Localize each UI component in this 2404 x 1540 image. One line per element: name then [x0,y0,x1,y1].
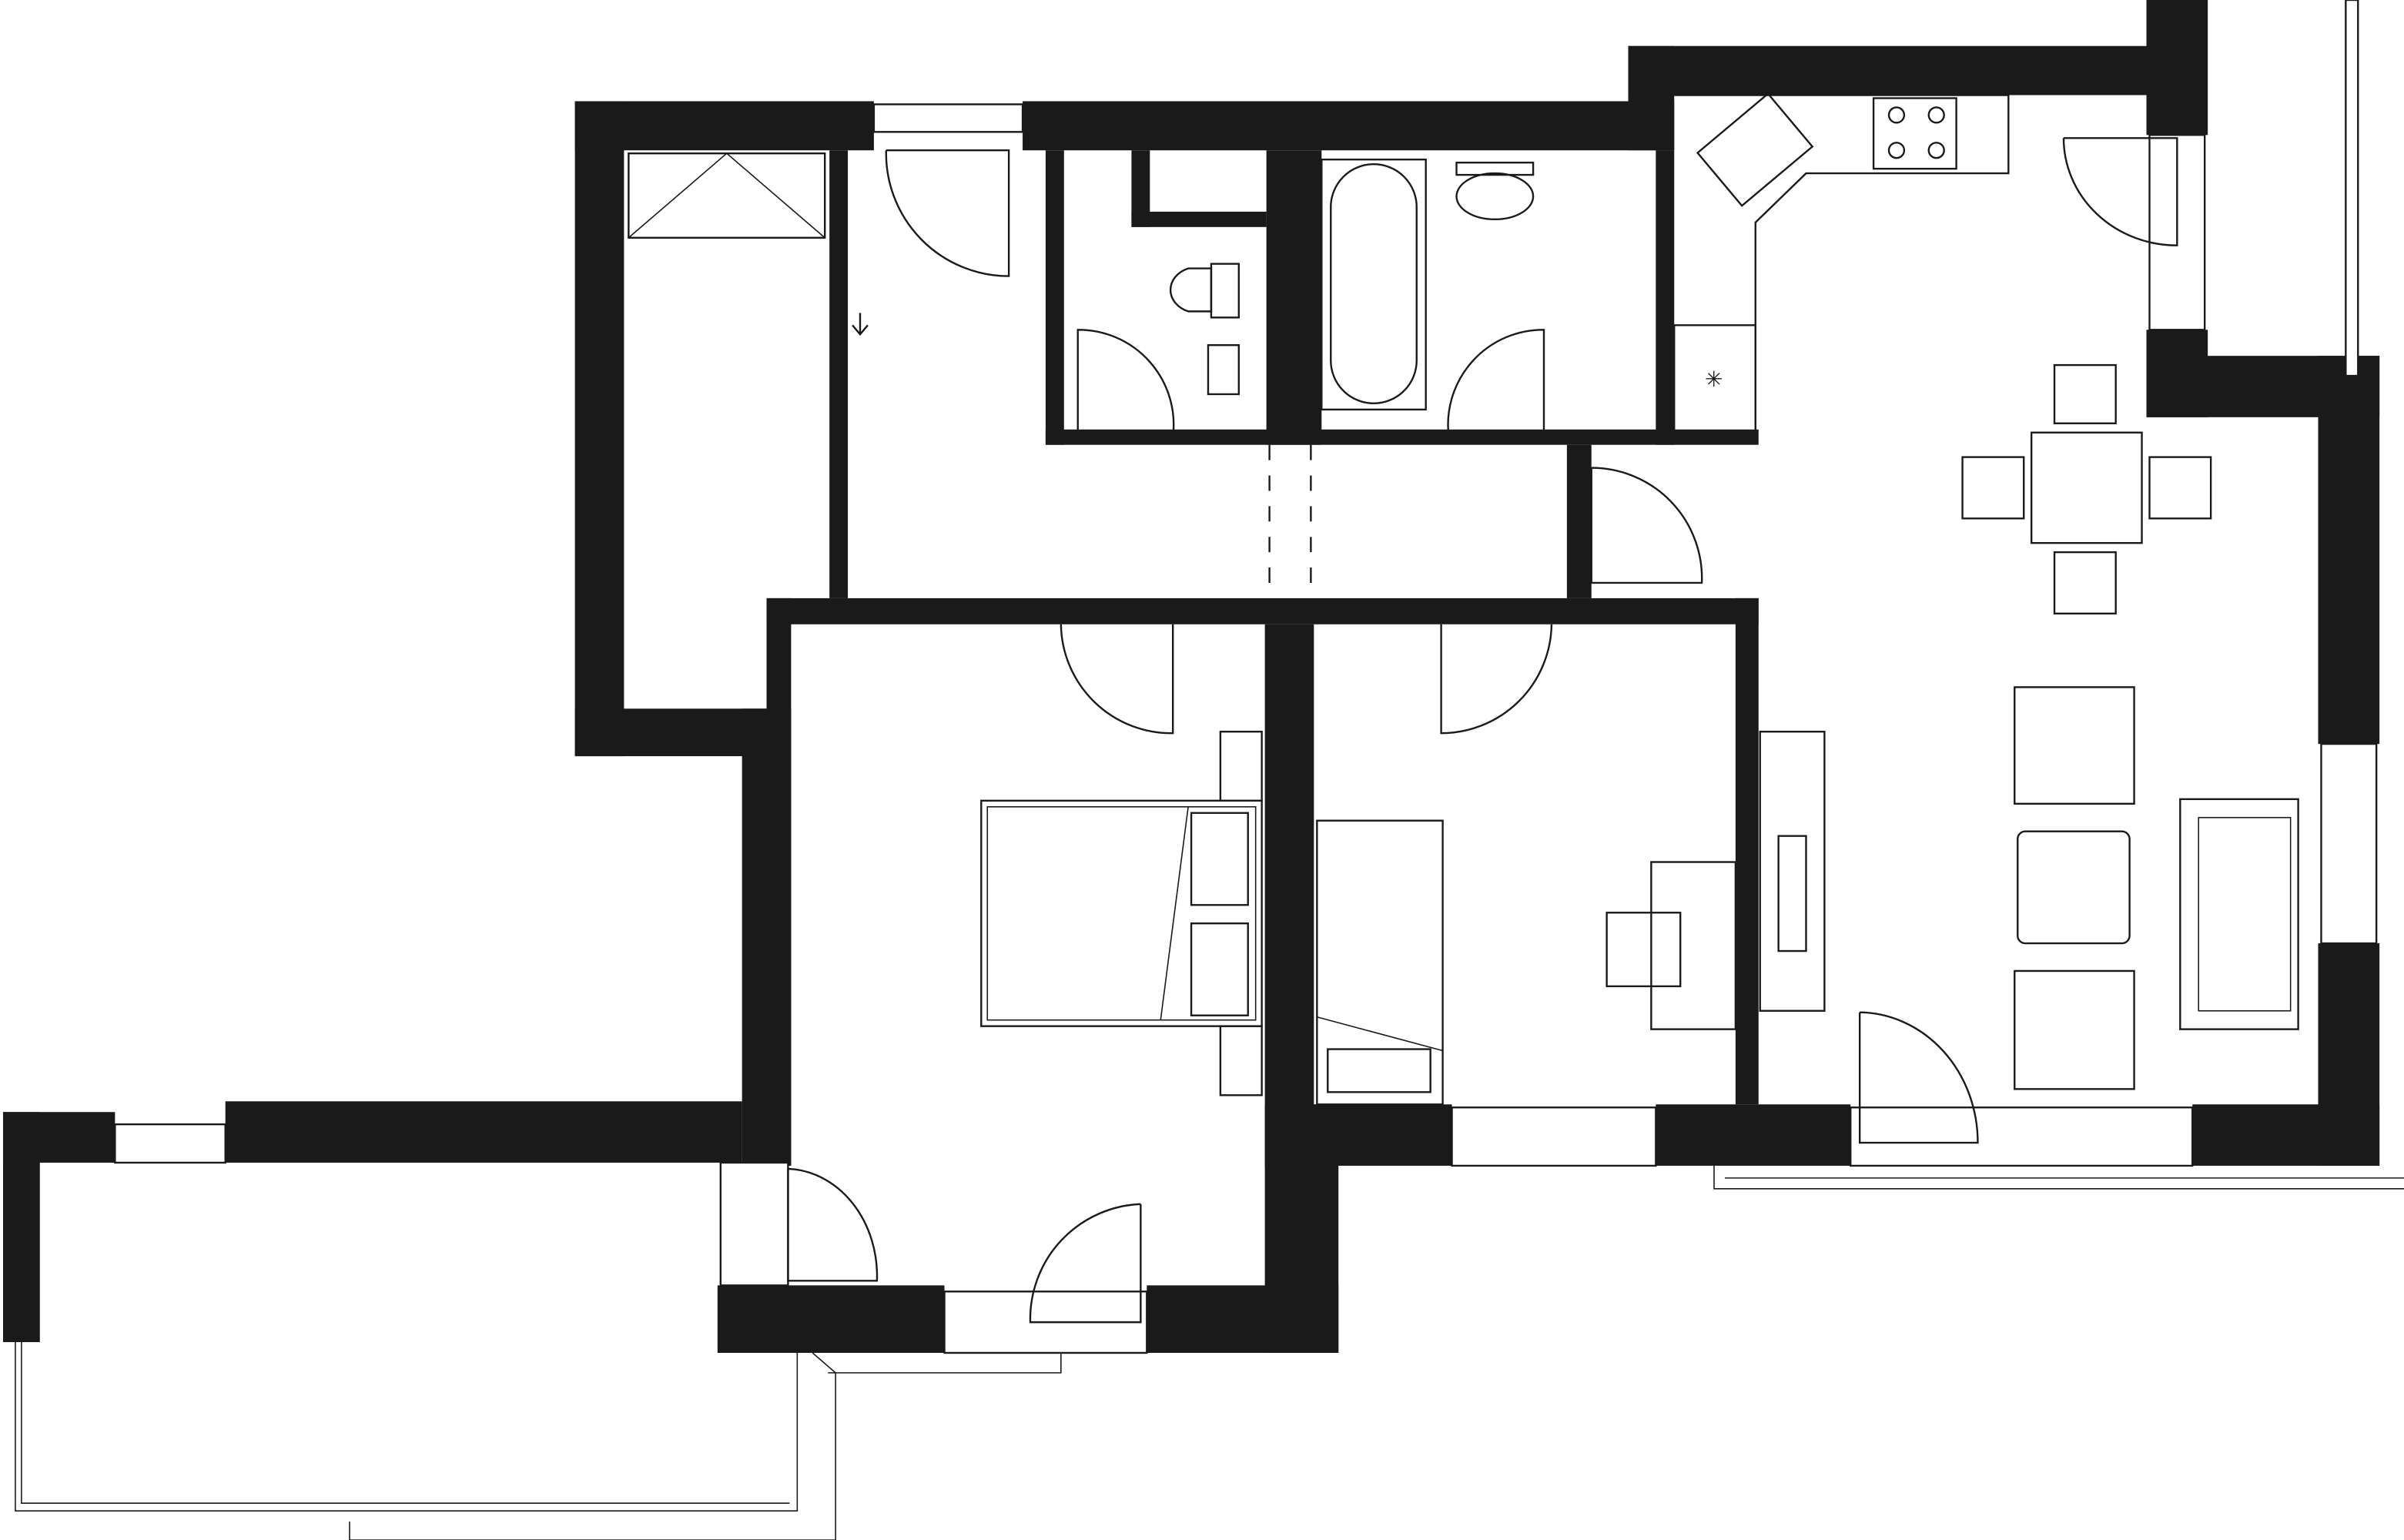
chair-icon [1961,456,2025,520]
svg-text:✳: ✳ [1705,367,1723,391]
door-swing-icon [885,149,1010,277]
sink-icon [1455,172,1535,221]
desk-icon [1650,861,1737,1030]
bathtub-icon [1330,163,1418,405]
door-swing-icon [1590,467,1703,584]
door-swing-icon [2062,137,2178,246]
door-swing-icon [1029,1203,1142,1324]
bed-icon [1316,819,1444,1106]
chair-icon [2053,363,2117,424]
sink-icon [1207,344,1240,396]
walls [2,0,2380,1353]
chair-icon [1605,912,1682,988]
window-icon [1451,1106,1657,1167]
table-icon [2017,830,2131,945]
furniture: ✳ [628,92,2299,1106]
window-icon [872,103,1024,133]
door-swing-icon [1076,329,1175,437]
armchair-icon [2014,686,2135,805]
door-swing-icon [1060,624,1174,735]
window-icon [114,1123,226,1164]
armchair-icon [2014,969,2135,1090]
door-swing-icon [787,1167,879,1282]
bed-icon [980,799,1263,1027]
stove-icon [1872,97,1957,170]
door-swing-icon [1858,1011,1979,1144]
table-icon [2030,431,2143,544]
toilet-icon [1169,267,1213,313]
door-swing-icon [1440,624,1553,735]
balconies [15,444,2404,1540]
window-icon [719,1161,789,1287]
tv-icon [1759,731,1826,1012]
sink-icon [1696,92,1814,207]
door-swing-icon [1447,329,1545,437]
sofa-icon [2179,798,2299,1030]
window-icon [1850,1106,2194,1167]
windows [114,0,2378,1354]
window-icon [2320,742,2378,945]
chair-icon [2148,456,2212,520]
doors [787,137,2178,1324]
window-icon [2345,0,2359,377]
chair-icon [2053,551,2117,615]
